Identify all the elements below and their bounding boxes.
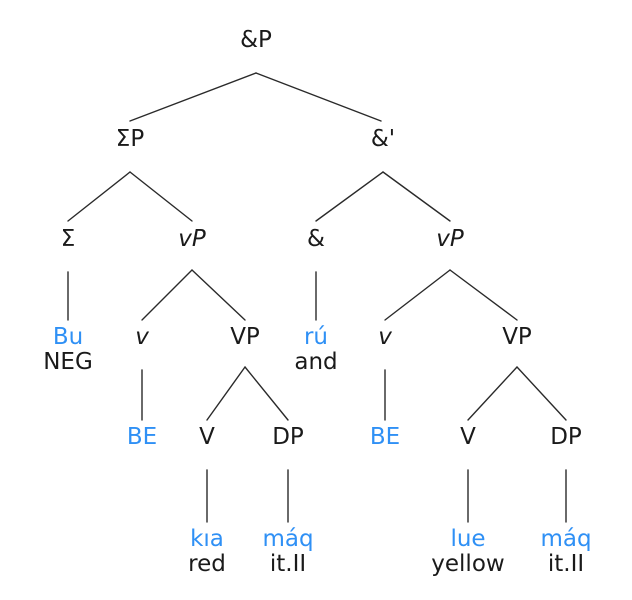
node-vp-left: vP [178,227,205,252]
node-ampersand-label: & [307,226,325,252]
edge-vpleft-to-VPleft [191,269,246,321]
node-vp-left-label: vP [178,226,206,252]
node-and-bar: &' [371,127,395,152]
node-ampersand: & [307,227,325,252]
node-vp-right-label: vP [436,226,464,252]
node-DP-left: DP [272,425,304,450]
leaf-be-right: BE [370,425,400,450]
edge-VPright-to-DPright [516,366,567,421]
node-vp-right: vP [436,227,463,252]
edge-VPright-to-Vright [467,366,518,421]
node-and-bar-label: &' [370,126,396,152]
edge-root-to-andbar [255,72,382,122]
leaf-red-gloss: red [188,550,226,577]
node-v-right-label: v [378,324,392,350]
node-and-p-label: &P [240,27,272,53]
leaf-be-right-form: BE [369,424,401,450]
node-VP-right-label: VP [502,324,532,350]
leaf-neg: Bu NEG [43,325,93,375]
node-sigma-p: ΣP [116,127,144,152]
edge-sigmap-to-vpleft [129,171,193,222]
leaf-be-left-form: BE [126,424,158,450]
leaf-neg-gloss: NEG [43,348,93,375]
node-sigma-p-label: ΣP [115,126,145,152]
node-v-right: v [378,325,392,350]
leaf-yellow: lue yellow [431,527,504,577]
edge-VPleft-to-Vleft [206,366,246,421]
leaf-red: kıa red [188,527,226,577]
leaf-neg-form: Bu [52,324,84,350]
edge-sigmap-to-sigma [67,171,131,222]
leaf-it-left-form: máq [262,526,314,552]
node-VP-left: VP [230,325,260,350]
leaf-conjunction: rú and [294,325,337,375]
edge-vpright-to-VPright [449,269,518,321]
edge-andbar-to-vpright [382,171,451,222]
leaf-yellow-gloss: yellow [431,550,505,577]
edge-VPleft-to-DPleft [244,366,289,421]
leaf-it-right-gloss: it.II [547,550,585,577]
leaf-conjunction-gloss: and [294,348,338,375]
node-sigma: Σ [61,227,76,252]
leaf-it-right: máq it.II [540,527,591,577]
node-DP-right: DP [550,425,582,450]
leaf-it-right-form: máq [540,526,592,552]
edge-vpleft-to-vleft [141,269,193,321]
leaf-yellow-form: lue [450,526,486,552]
leaf-red-form: kıa [190,526,224,552]
node-v-left: v [135,325,149,350]
node-v-left-label: v [135,324,149,350]
node-VP-left-label: VP [230,324,260,350]
node-V-left: V [199,425,215,450]
leaf-it-left: máq it.II [262,527,313,577]
leaf-be-left: BE [127,425,157,450]
node-V-right-label: V [460,424,476,450]
edge-root-to-sigmap [129,72,257,122]
leaf-conjunction-form: rú [303,324,329,350]
node-DP-left-label: DP [272,424,304,450]
node-V-right: V [460,425,476,450]
edge-andbar-to-amp [315,171,384,222]
edge-vpright-to-vright [384,269,451,321]
node-DP-right-label: DP [550,424,582,450]
node-sigma-label: Σ [60,226,76,252]
node-V-left-label: V [199,424,215,450]
leaf-it-left-gloss: it.II [269,550,307,577]
node-VP-right: VP [502,325,532,350]
node-and-p: &P [240,28,272,53]
